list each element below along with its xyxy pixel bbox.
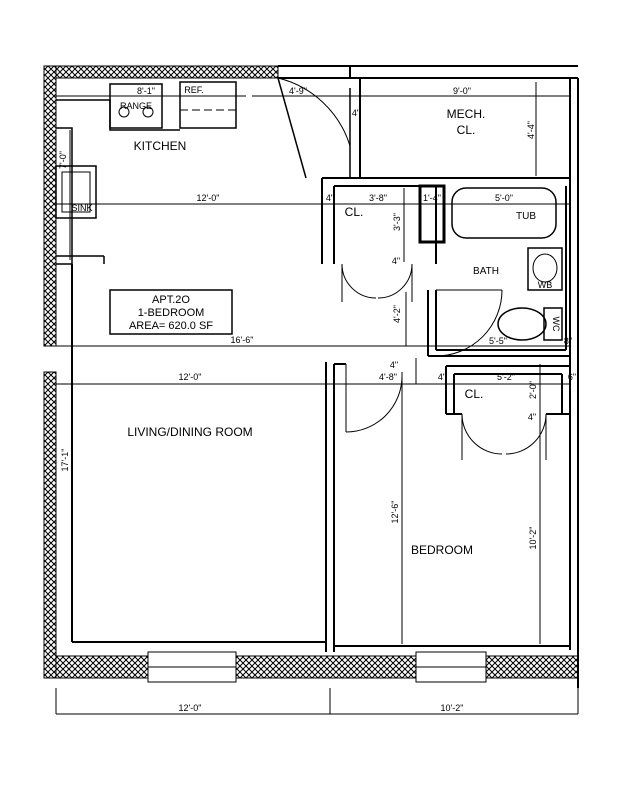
unit-type: 1-BEDROOM [138,307,205,319]
dim-overall-width: 16'-6" [231,335,254,345]
wb-label: WB [538,280,553,290]
unit-area: AREA= 620.0 SF [129,320,213,332]
dimension-lines [48,82,579,715]
dim-bath-side: 8" [564,336,572,346]
bottom-wall-2 [235,655,417,679]
dim-bed-closet-left: 4" [438,372,446,382]
dim-kitchen-top: 8'-1" [137,86,155,96]
labels: APT.2O 1-BEDROOM AREA= 620.0 SF KITCHEN … [58,85,576,713]
dim-bed-width: 10'-2" [528,527,538,550]
tub-label: TUB [516,211,536,222]
living-label: LIVING/DINING ROOM [127,425,252,439]
left-wall-lower [43,371,57,679]
range-burners [118,106,154,118]
toilet-bowl [497,307,547,341]
range [109,83,163,129]
closet-doors-bedroom [461,413,547,460]
dim-hall-short: 4'-2" [392,305,402,323]
dim-bed-closet-depth: 2'-0" [528,381,538,399]
bedroom-label: BEDROOM [411,543,473,557]
dim-bed-depth: 12'-6" [390,501,400,524]
dim-living-depth: 17'-1" [60,449,70,472]
dim-bed-closet-width: 5'-2" [497,372,515,382]
range-label: RANGE [120,101,152,111]
closet-doors-top [341,263,413,302]
wc-label: WC [551,317,561,332]
ref-label: REF. [184,85,204,95]
dim-bottom-left: 12'-0" [179,703,202,713]
kitchen-label: KITCHEN [134,139,187,153]
dim-kitchen-width: 12'-0" [197,193,220,203]
bath-door [435,289,503,357]
unit-info-box [109,289,233,335]
bedroom-door [345,364,403,433]
dim-tub-width: 5'-0" [495,193,513,203]
dim-mech-width: 9'-0" [453,86,471,96]
dim-bed-door: 4'-8" [379,372,397,382]
closet-top-label: CL. [345,205,364,219]
mech-label-1: MECH. [447,107,486,121]
entry-door [277,77,351,179]
bottom-wall-3 [485,655,579,679]
dim-bed-closet-right: 6" [568,372,576,382]
dim-hall-gap: 4" [390,360,398,370]
unit-title: APT.2O [152,294,190,306]
dim-door-top: 4'-9" [289,86,307,96]
dim-bottom-right: 10'-2" [441,703,464,713]
dim-chase: 1'-4" [423,193,441,203]
refrigerator [179,81,237,129]
kitchen-sink [55,165,97,219]
windows-bottom [147,651,487,683]
washbasin [527,247,563,291]
top-wall [43,65,279,79]
left-wall-upper [43,65,57,347]
bottom-wall-1 [55,655,149,679]
closet-bed-label: CL. [465,387,484,401]
dim-living-width: 12'-0" [179,372,202,382]
dim-closet-left: 4" [326,193,334,203]
chase [418,184,446,244]
sink-label: SINK [71,203,92,213]
toilet-tank [543,307,563,341]
dim-kitchen-depth: 7'-0" [58,151,68,169]
dim-bath-width: 5'-5" [489,336,507,346]
mech-label-2: CL. [457,123,476,137]
bath-label: BATH [473,266,499,277]
dim-bed-closet-door: 4" [528,412,536,422]
bathtub [451,187,557,239]
dim-closet-depth: 3'-3" [392,213,402,231]
dim-mech-depth: 4'-4" [526,121,536,139]
dim-closet-door: 4" [392,256,400,266]
dim-mech-side: 4" [352,108,360,118]
dim-closet-width: 3'-8" [369,193,387,203]
